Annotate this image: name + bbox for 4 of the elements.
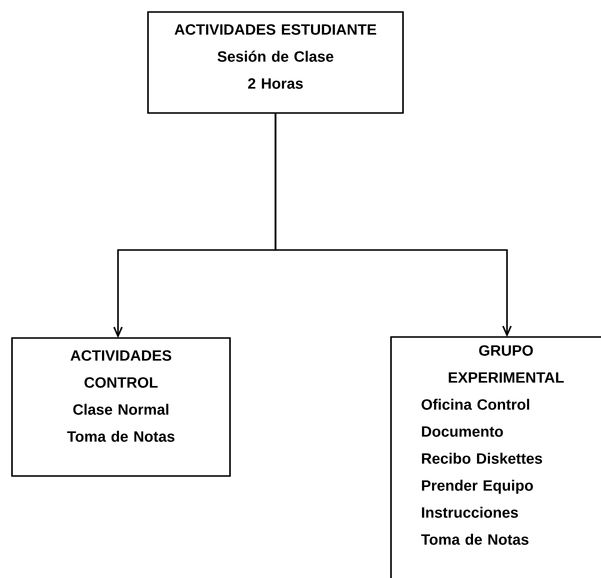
arrow [274, 113, 512, 337]
activity-box: ACTIVIDADES ESTUDIANTE Sesión de Clase 2 Horas [147, 11, 404, 114]
experimental-group-box: GRUPO EXPERIMENTAL Oficina Control Documento Recibo Diskettes Prender Equipo Instrucciones Toma de Notas [390, 336, 601, 578]
control-group-box: ACTIVIDADES CONTROL Clase Normal Toma de Notas [11, 337, 231, 477]
